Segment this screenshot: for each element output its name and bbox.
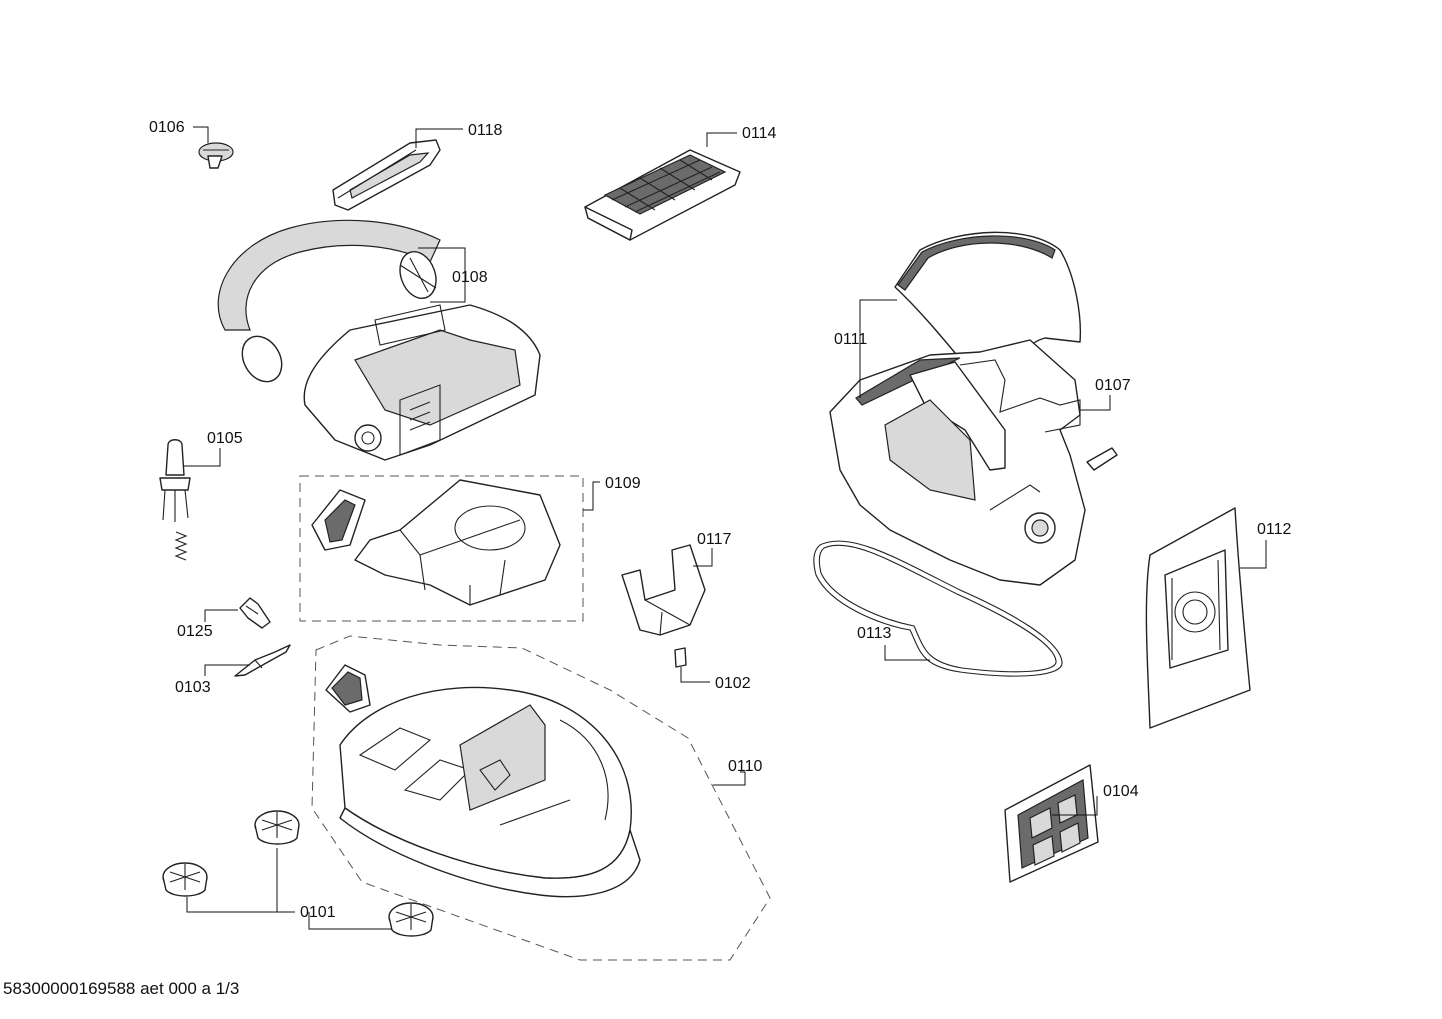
callout-0113: 0113 (857, 625, 892, 642)
leader-0112 (1240, 540, 1267, 569)
part-0108-top-housing (217, 219, 541, 461)
leader-0108 (418, 247, 466, 303)
part-0107-upper-housing (829, 339, 1086, 586)
callout-0112: 0112 (1257, 521, 1292, 538)
callout-0117: 0117 (697, 531, 732, 548)
callout-0125: 0125 (177, 623, 213, 640)
callout-0107: 0107 (1095, 377, 1131, 394)
part-0101-wheel-b (162, 862, 208, 897)
part-0101-wheel-a (254, 810, 300, 845)
leader-0117 (693, 548, 713, 567)
leader-0118 (415, 128, 463, 148)
document-id-footer: 58300000169588 aet 000 a 1/3 (3, 979, 240, 998)
part-0117-bag-holder (621, 544, 706, 668)
leader-0106 (193, 126, 209, 143)
part-0118-handle-cover (332, 139, 441, 211)
leader-0111 (859, 299, 897, 398)
leader-0110 (713, 771, 746, 786)
callout-0114: 0114 (742, 125, 777, 142)
part-0113-gasket (813, 540, 1063, 677)
part-0105-button-pin (159, 439, 191, 561)
callout-0118: 0118 (468, 122, 503, 139)
part-0125-lever (239, 597, 271, 629)
group-0109-box (299, 475, 584, 622)
callout-0104: 0104 (1103, 783, 1139, 800)
leader-0105 (184, 448, 221, 467)
callout-0102: 0102 (715, 675, 751, 692)
callout-0106: 0106 (149, 119, 185, 136)
part-0110-bottom-shell (325, 664, 641, 898)
callout-0108: 0108 (452, 269, 488, 286)
callout-0103: 0103 (175, 679, 211, 696)
leader-0107 (1080, 395, 1111, 411)
leader-0104 (1052, 796, 1098, 816)
leader-0102 (680, 667, 710, 683)
leader-0113 (884, 645, 930, 661)
leader-0103 (204, 664, 250, 676)
part-0109-inner-frame (311, 479, 561, 606)
leader-0101 (186, 848, 392, 930)
part-0104-motor-filter (1004, 764, 1099, 883)
callout-0101: 0101 (300, 904, 336, 921)
callout-0105: 0105 (207, 430, 243, 447)
leader-0125 (204, 609, 238, 622)
part-0114-filter-cassette (584, 149, 741, 241)
callout-0109: 0109 (605, 475, 641, 492)
leader-0114 (706, 132, 737, 147)
part-0107-small-latch (1086, 447, 1118, 471)
part-0112-dust-bag (1145, 507, 1251, 729)
part-0103-spring-lever (234, 644, 291, 677)
callout-0110: 0110 (728, 758, 763, 775)
part-0106-clip (198, 142, 234, 169)
group-0110-outline (311, 635, 771, 961)
leader-0109 (583, 481, 600, 511)
callout-0111: 0111 (834, 331, 867, 348)
part-0101-wheel-c (388, 902, 434, 937)
